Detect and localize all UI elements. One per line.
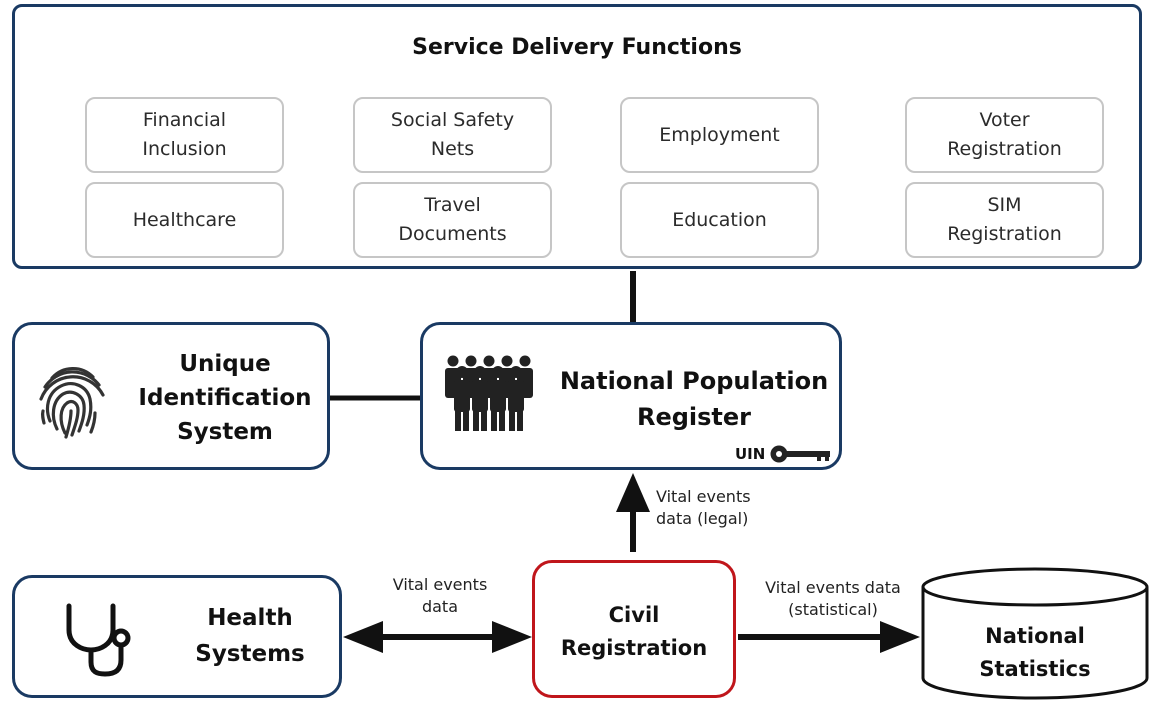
service-healthcare: Healthcare [85,182,284,258]
service-voter-registration: Voter Registration [905,97,1104,173]
arrow-civil-stats-head [880,621,920,653]
arrow-health-civil-right-head [492,621,532,653]
uin-label: UIN [735,445,766,463]
edge-label-health-civil: Vital events data [392,575,488,616]
edge-label-statistical: Vital events data (statistical) [765,578,901,619]
uid-system-label: Unique Identification System [138,351,312,445]
service-financial-inclusion: Financial Inclusion [85,97,284,173]
service-delivery-title: Service Delivery Functions [412,35,742,60]
service-employment: Employment [620,97,819,173]
fingerprint-icon [39,366,105,439]
service-delivery-panel: Service Delivery Functions [12,4,1142,269]
edge-label-legal: Vital events data (legal) [656,487,751,528]
civil-registration-box: Civil Registration [532,560,736,698]
national-statistics-label: National Statistics [979,624,1091,681]
national-statistics-db [921,567,1149,700]
people-group-icon [445,355,533,431]
civil-registration-label: Civil Registration [560,603,708,660]
service-sim-registration: SIM Registration [905,182,1104,258]
npr-box: National Population Register UIN [420,322,842,470]
key-icon [770,445,830,463]
service-education: Education [620,182,819,258]
health-systems-label: Health Systems [195,605,305,667]
arrow-civil-to-npr-head [616,473,650,512]
npr-label: National Population Register [559,367,829,431]
arrow-health-civil-left-head [343,621,383,653]
service-social-safety-nets: Social Safety Nets [353,97,552,173]
uid-system-box: Unique Identification System [12,322,330,470]
service-travel-documents: Travel Documents [353,182,552,258]
stethoscope-icon [66,603,131,677]
health-systems-box: Health Systems [12,575,342,698]
